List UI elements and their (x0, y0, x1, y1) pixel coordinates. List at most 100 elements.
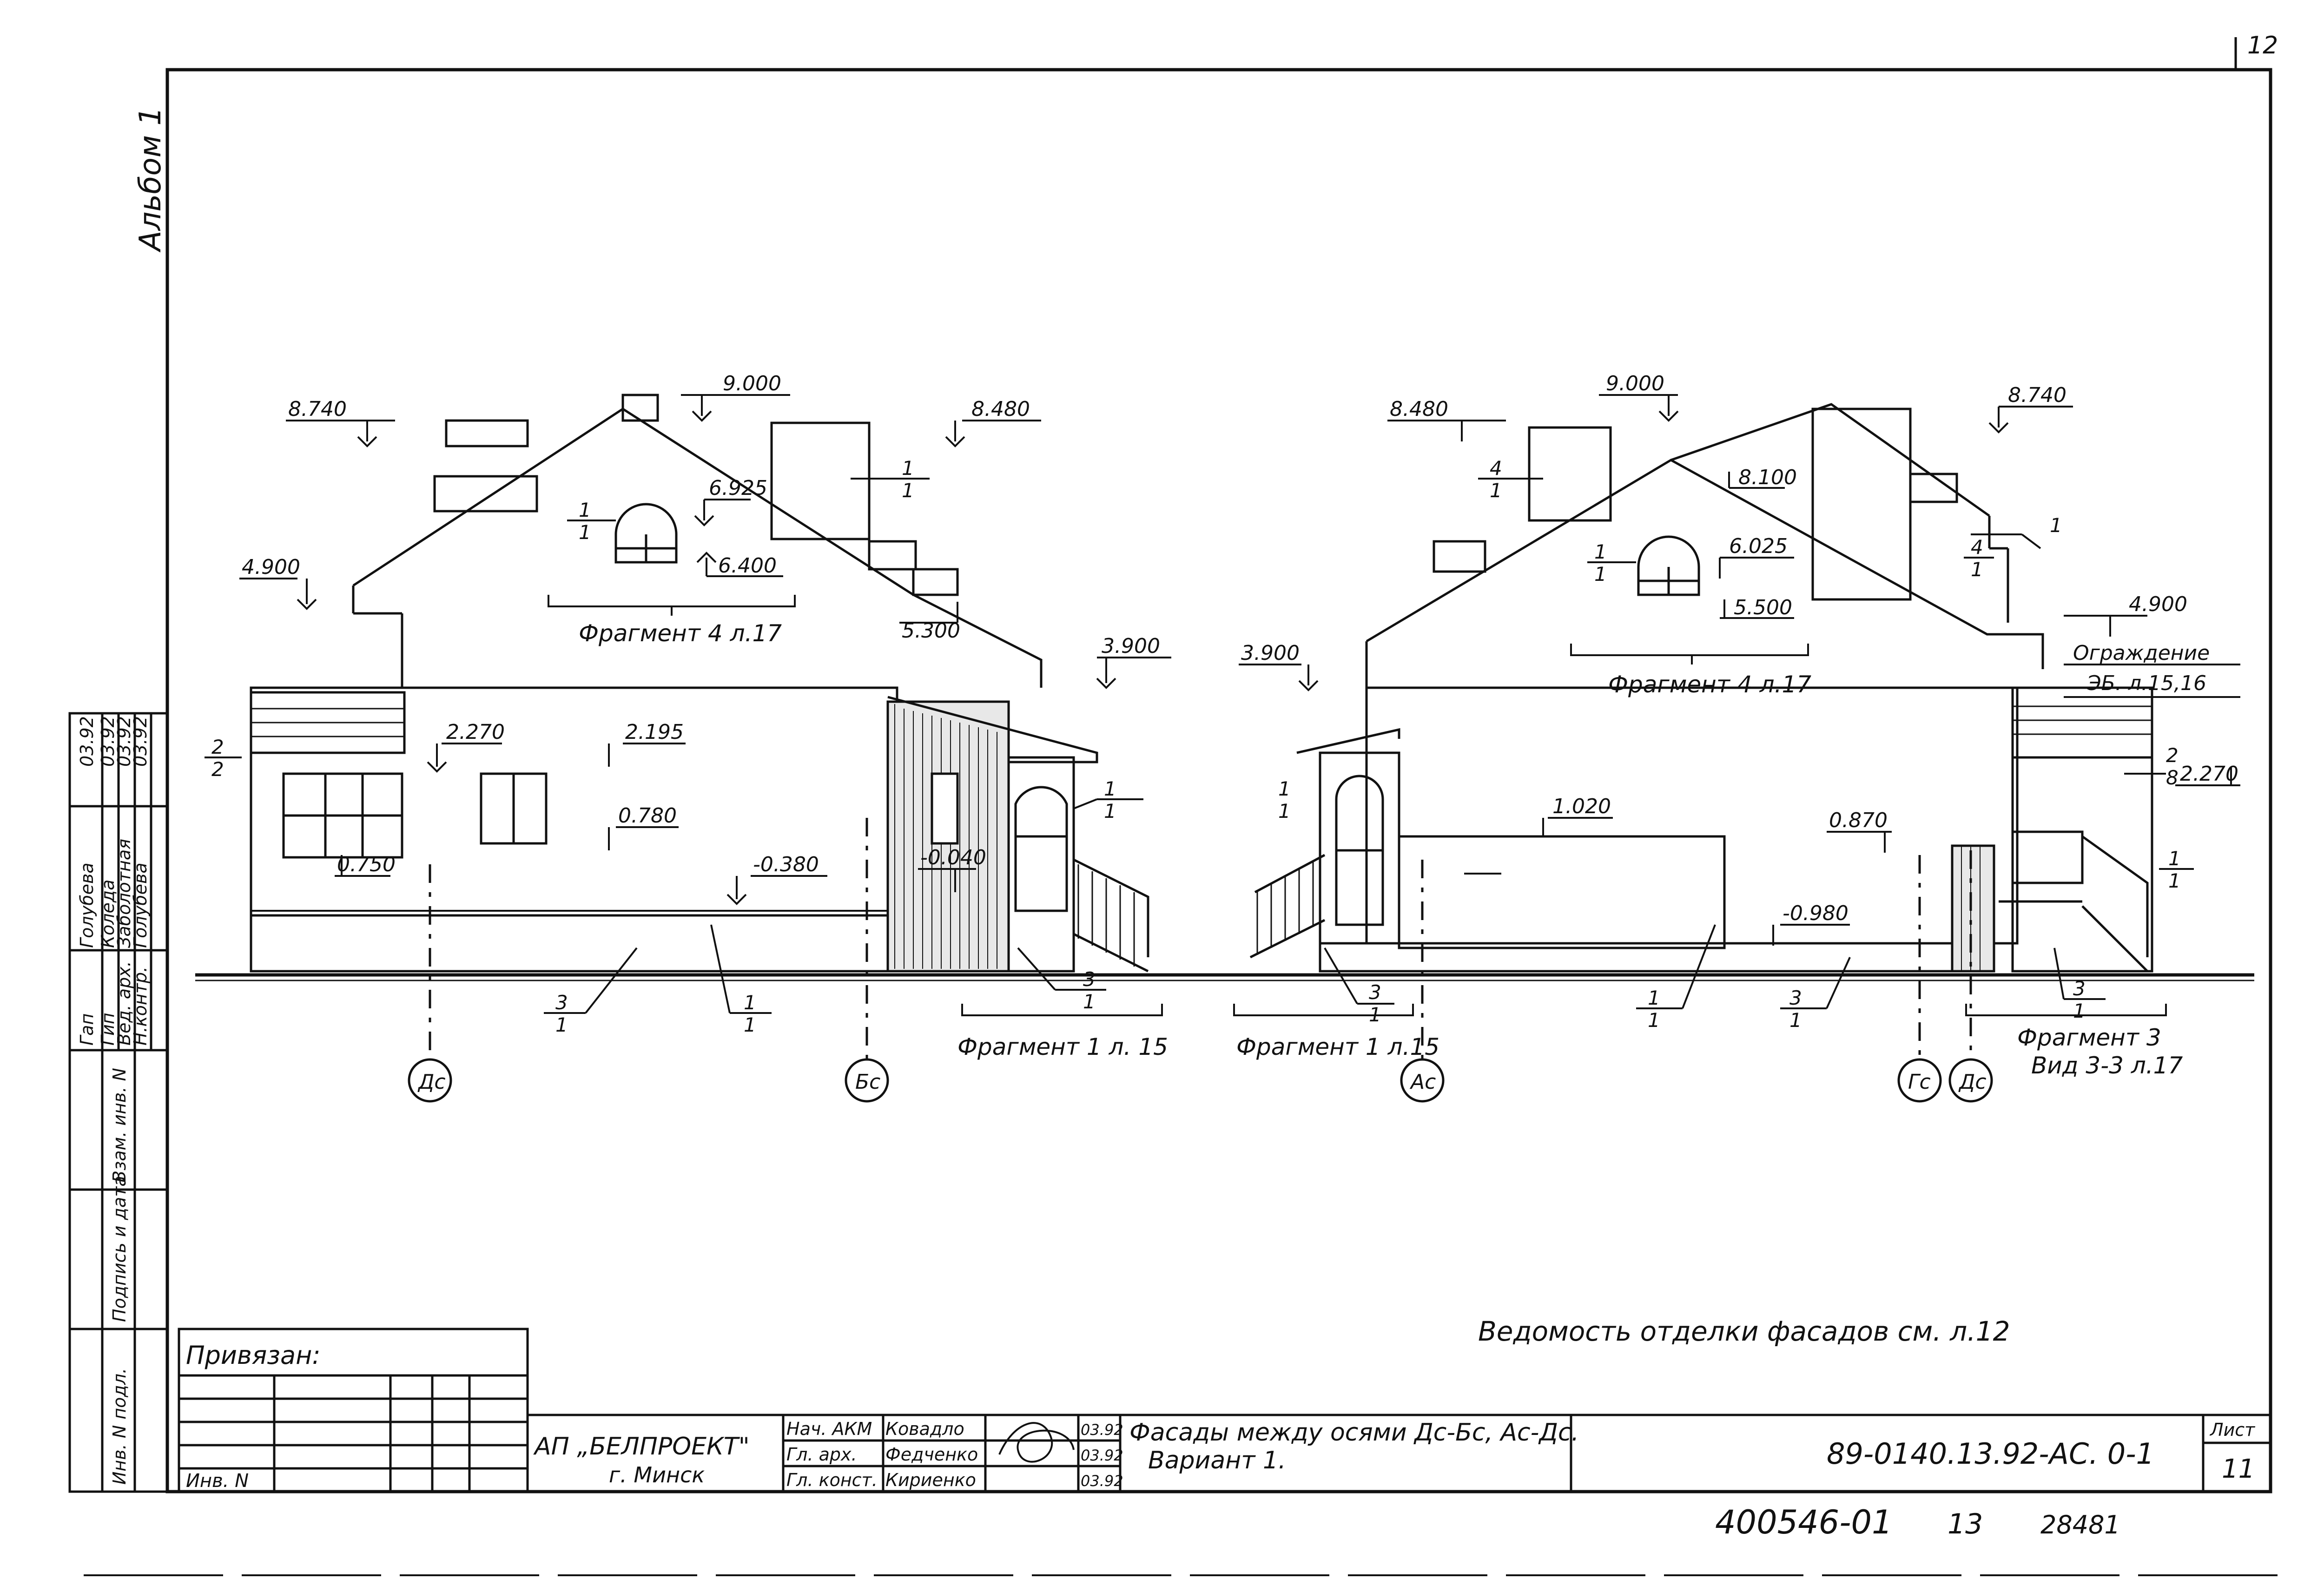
right-level-2: 8.480 (1390, 397, 1448, 421)
stamp-role-2: Гип (98, 1013, 118, 1046)
stamp-date-3: 03.92 (114, 716, 134, 767)
right-fragment-top: Фрагмент 4 л.17 (1608, 671, 1811, 698)
album-label: Альбом 1 (133, 107, 168, 253)
tb-org-2: г. Минск (609, 1462, 705, 1487)
right-frac-7-den: 1 (1648, 1009, 1660, 1032)
footer-num-1: 400546-01 (1715, 1503, 1893, 1541)
tb-role-3: Гл. конст. (786, 1470, 878, 1490)
left-frac-5-den: 1 (555, 1013, 568, 1036)
right-level-6: 5.500 (1734, 596, 1792, 619)
right-level-3: 8.740 (2008, 383, 2067, 407)
tb-org-1: АП „БЕЛПРОЕКТ" (533, 1433, 750, 1460)
left-level-8: 3.900 (1102, 634, 1160, 658)
stamp-role-3: Вед. арх. (114, 961, 134, 1046)
left-frac-2-den: 1 (902, 479, 914, 502)
tb-date-1: 03.92 (1081, 1421, 1123, 1439)
stamp-col-2: Подпись и дата (109, 1176, 130, 1322)
right-frac-1-num: 4 (1490, 457, 1502, 480)
right-fragment-bottom-right-1: Фрагмент 3 (2017, 1024, 2161, 1051)
tb-name-2: Федченко (885, 1444, 978, 1465)
left-frac-4-num: 1 (1104, 777, 1116, 800)
left-frac-7-num: 3 (1083, 968, 1096, 991)
left-stamp (68, 712, 169, 1493)
right-frac-3-den: 1 (1971, 558, 1983, 581)
axis-label-as: Ас (1409, 1070, 1436, 1094)
left-level-7: 5.300 (902, 619, 960, 643)
right-frac-1-den: 1 (1490, 479, 1502, 502)
left-frac-6-den: 1 (744, 1013, 756, 1036)
left-frac-1-den: 1 (579, 521, 591, 544)
right-frac-7-num: 1 (1648, 987, 1660, 1009)
left-level-1: 8.740 (288, 397, 347, 421)
right-frac-3-num: 4 (1971, 536, 1983, 559)
tb-date-2: 03.92 (1081, 1447, 1123, 1464)
left-level-12: 0.750 (337, 853, 396, 876)
left-level-13: -0.380 (753, 853, 819, 876)
right-frac-6-den: 1 (1369, 1003, 1381, 1026)
axis-marker-ds-left (408, 1058, 452, 1103)
right-frac-8-den: 1 (1789, 1009, 1802, 1032)
sheet-number-corner: 12 (2247, 32, 2278, 59)
left-frac-2-num: 1 (902, 457, 914, 480)
right-frac-8-num: 3 (1789, 987, 1802, 1009)
right-level-8: 3.900 (1241, 641, 1300, 665)
left-level-14: -0.040 (920, 846, 986, 869)
axis-marker-bs (845, 1058, 889, 1103)
right-frac-11-den: 1 (2073, 1000, 2086, 1022)
tb-name-3: Кириенко (885, 1470, 976, 1490)
stamp-date-2: 03.92 (98, 716, 118, 767)
right-frac-6-num: 3 (1369, 981, 1381, 1004)
right-level-11: -0.980 (1783, 901, 1849, 925)
left-frac-6-num: 1 (744, 991, 756, 1014)
fence-label-2: ЭБ. л.15,16 (2086, 671, 2206, 695)
stamp-name-1: Голубева (77, 862, 97, 948)
tb-title-1: Фасады между осями Дс-Бс, Ас-Дс. (1129, 1419, 1579, 1447)
tb-name-1: Ковадло (885, 1419, 964, 1439)
left-fragment-top: Фрагмент 4 л.17 (579, 620, 782, 647)
left-frac-5-num: 3 (555, 991, 568, 1014)
fence-label-1: Ограждение (2073, 641, 2210, 665)
right-fragment-bottom-left: Фрагмент 1 л.15 (1236, 1033, 1439, 1060)
left-level-10: 2.195 (625, 720, 684, 744)
right-level-10: 0.870 (1829, 809, 1888, 832)
right-frac-10-den: 1 (2168, 869, 2181, 892)
finishing-note: Ведомость отделки фасадов см. л.12 (1478, 1316, 2010, 1347)
left-building (250, 394, 1149, 973)
tb-privyazan: Привязан: (186, 1341, 321, 1370)
tb-role-2: Гл. арх. (786, 1444, 857, 1465)
sheet-frame (165, 68, 2272, 1493)
stamp-col-1: Взам. инв. N (109, 1068, 130, 1183)
stamp-col-3: Инв. N подл. (109, 1368, 130, 1485)
left-fragment-bottom: Фрагмент 1 л. 15 (957, 1033, 1168, 1060)
stamp-name-3: Заболотная (114, 839, 134, 948)
right-level-9: 1.020 (1552, 795, 1611, 818)
left-level-3: 8.480 (971, 397, 1030, 421)
title-block (178, 1328, 2272, 1493)
right-frac-9-num: 2 (2166, 744, 2179, 767)
left-frac-7-den: 1 (1083, 990, 1096, 1013)
tb-sheet-label: Лист (2209, 1420, 2256, 1440)
axis-label-bs: Бс (855, 1070, 880, 1094)
axis-label-ds-right: Дс (1958, 1070, 1987, 1094)
right-frac-2-num: 1 (1594, 540, 1607, 563)
axis-marker-ds-right (1948, 1058, 1993, 1103)
right-frac-9-den: 8 (2166, 766, 2179, 789)
left-level-11: 0.780 (618, 804, 677, 828)
axis-label-ds-left: Дс (417, 1070, 446, 1094)
left-level-6: 4.900 (242, 555, 300, 579)
footer-num-3: 28481 (2040, 1510, 2120, 1539)
right-level-1: 9.000 (1606, 372, 1664, 395)
axis-marker-gs (1897, 1058, 1942, 1103)
right-level-12: 2.270 (2180, 762, 2238, 786)
right-frac-2-den: 1 (1594, 563, 1607, 585)
left-frac-3-den: 2 (211, 758, 224, 781)
right-frac-5-num: 1 (1278, 777, 1291, 800)
axis-label-gs: Гс (1908, 1070, 1931, 1094)
stamp-role-4: Н.контр. (130, 967, 151, 1046)
axis-marker-as (1400, 1058, 1445, 1103)
footer-num-2: 13 (1948, 1508, 1983, 1540)
tb-date-3: 03.92 (1081, 1472, 1123, 1490)
right-level-7: 4.900 (2129, 592, 2187, 616)
stamp-role-1: Гап (77, 1013, 97, 1046)
